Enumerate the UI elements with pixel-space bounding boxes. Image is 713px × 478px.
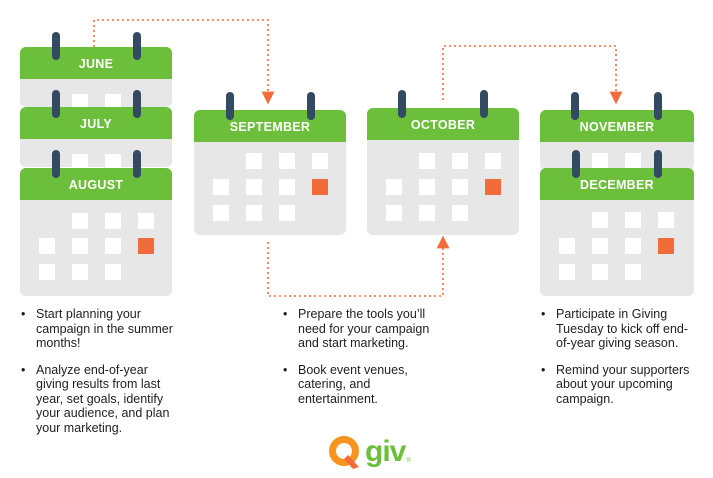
calendar-day	[72, 94, 88, 110]
note-item: Start planning your campaign in the summ…	[20, 307, 180, 351]
calendar-day	[592, 153, 608, 169]
calendar-ring-icon	[572, 150, 580, 178]
calendar-day	[592, 264, 608, 280]
calendar-ring-icon	[654, 92, 662, 120]
calendar-day	[592, 212, 608, 228]
calendar-day	[105, 213, 121, 229]
calendar-day	[72, 264, 88, 280]
calendar-day	[105, 238, 121, 254]
calendar-ring-icon	[654, 150, 662, 178]
arrow-september-to-october	[267, 235, 450, 297]
calendar-day	[559, 264, 575, 280]
calendar-june: JUNE	[20, 47, 172, 110]
calendar-day	[452, 205, 468, 221]
calendar-day	[658, 212, 674, 228]
calendar-september: SEPTEMBER	[194, 110, 346, 235]
calendar-october-header: OCTOBER	[367, 108, 519, 140]
calendar-october: OCTOBER	[367, 108, 519, 235]
calendar-day	[246, 205, 262, 221]
calendar-day	[592, 238, 608, 254]
calendar-day	[279, 205, 295, 221]
notes-summer: Start planning your campaign in the summ…	[20, 307, 180, 447]
calendar-day-highlighted	[138, 238, 154, 254]
calendar-ring-icon	[52, 90, 60, 118]
note-item: Participate in Giving Tuesday to kick of…	[540, 307, 700, 351]
calendar-day-highlighted	[658, 238, 674, 254]
calendar-ring-icon	[480, 90, 488, 118]
calendar-day	[246, 179, 262, 195]
calendar-day	[105, 94, 121, 110]
calendar-ring-icon	[133, 90, 141, 118]
calendar-august: AUGUST	[20, 168, 172, 296]
notes-giving-season: Participate in Giving Tuesday to kick of…	[540, 307, 700, 418]
calendar-day	[452, 153, 468, 169]
calendar-day	[72, 154, 88, 170]
calendar-day-highlighted	[485, 179, 501, 195]
calendar-december: DECEMBER	[540, 168, 694, 296]
calendar-day-highlighted	[312, 179, 328, 195]
calendar-december-header: DECEMBER	[540, 168, 694, 200]
calendar-day	[386, 205, 402, 221]
arrow-october-to-november	[442, 45, 623, 105]
note-item: Book event venues, catering, and enterta…	[282, 363, 432, 407]
calendar-day	[213, 205, 229, 221]
calendar-day	[485, 153, 501, 169]
calendar-day	[138, 213, 154, 229]
calendar-day	[312, 153, 328, 169]
calendar-day	[105, 154, 121, 170]
q-logo-icon	[329, 436, 359, 469]
calendar-day	[419, 205, 435, 221]
calendar-ring-icon	[52, 150, 60, 178]
calendar-day	[39, 238, 55, 254]
calendar-day	[452, 179, 468, 195]
note-item: Analyze end-of-year giving results from …	[20, 363, 180, 436]
calendar-ring-icon	[133, 32, 141, 60]
calendar-day	[419, 179, 435, 195]
calendar-day	[386, 179, 402, 195]
notes-fall: Prepare the tools you’ll need for your c…	[282, 307, 432, 418]
note-item: Prepare the tools you’ll need for your c…	[282, 307, 432, 351]
calendar-day	[625, 238, 641, 254]
calendar-july: JULY	[20, 107, 172, 170]
calendar-day	[246, 153, 262, 169]
logo-trademark: ®	[406, 458, 411, 464]
calendar-day	[72, 238, 88, 254]
calendar-ring-icon	[571, 92, 579, 120]
calendar-ring-icon	[307, 92, 315, 120]
calendar-day	[213, 179, 229, 195]
calendar-day	[279, 179, 295, 195]
calendar-september-header: SEPTEMBER	[194, 110, 346, 142]
calendar-day	[105, 264, 121, 280]
note-item: Remind your supporters about your upcomi…	[540, 363, 700, 407]
calendar-august-header: AUGUST	[20, 168, 172, 200]
calendar-day	[72, 213, 88, 229]
calendar-ring-icon	[52, 32, 60, 60]
calendar-day	[625, 264, 641, 280]
calendar-day	[625, 212, 641, 228]
calendar-day	[559, 238, 575, 254]
calendar-november: NOVEMBER	[540, 110, 694, 170]
logo-wordmark: giv	[365, 435, 406, 468]
calendar-june-header: JUNE	[20, 47, 172, 79]
calendar-ring-icon	[133, 150, 141, 178]
calendar-ring-icon	[226, 92, 234, 120]
calendar-day	[419, 153, 435, 169]
calendar-ring-icon	[398, 90, 406, 118]
qgiv-logo: giv ®	[326, 432, 411, 472]
calendar-day	[625, 153, 641, 169]
calendar-day	[279, 153, 295, 169]
calendar-november-header: NOVEMBER	[540, 110, 694, 142]
calendar-day	[39, 264, 55, 280]
calendar-july-header: JULY	[20, 107, 172, 139]
